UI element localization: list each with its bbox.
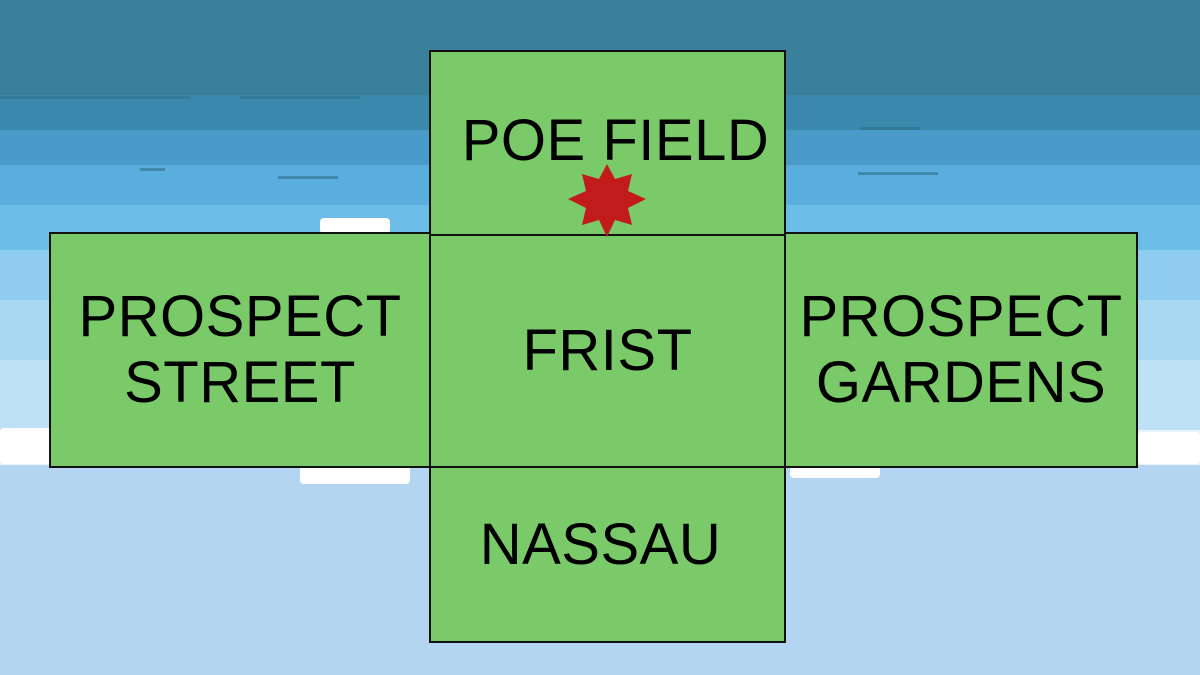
cloud — [320, 218, 390, 234]
sky-streak — [0, 96, 190, 99]
cloud — [1138, 432, 1200, 464]
sky-streak — [140, 168, 165, 171]
sky-streak — [858, 172, 938, 175]
cloud — [0, 428, 52, 464]
room-label-prospect-street: PROSPECT STREET — [78, 284, 402, 415]
room-label-prospect-gardens: PROSPECT GARDENS — [799, 284, 1123, 415]
room-tile-nassau[interactable]: NASSAU — [429, 466, 786, 643]
room-label-nassau: NASSAU — [479, 512, 722, 577]
sky-streak — [240, 96, 360, 99]
cloud — [790, 466, 880, 478]
room-label-frist: FRIST — [522, 318, 693, 383]
cloud — [300, 466, 410, 484]
sky-streak — [860, 127, 920, 130]
room-tile-prospect-gardens[interactable]: PROSPECT GARDENS — [784, 232, 1138, 468]
room-tile-frist[interactable]: FRIST — [429, 234, 786, 468]
sky-streak — [278, 176, 338, 179]
room-tile-poe-field[interactable]: POE FIELD — [429, 50, 786, 236]
red-star-icon — [568, 164, 646, 237]
room-tile-prospect-street[interactable]: PROSPECT STREET — [49, 232, 431, 468]
room-label-poe-field: POE FIELD — [461, 108, 770, 173]
